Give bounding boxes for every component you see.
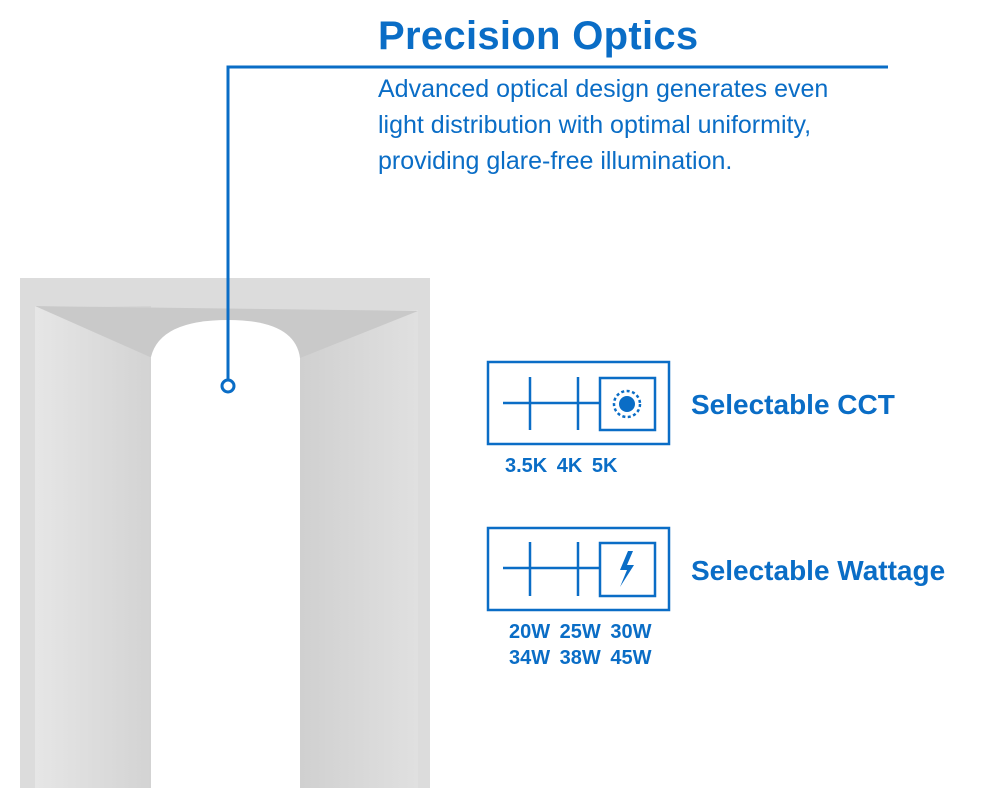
cct-switch-icon [486, 360, 671, 446]
sun-icon [612, 389, 642, 419]
cct-options: 3.5K 4K 5K [505, 455, 618, 477]
description-line: light distribution with optimal uniformi… [378, 111, 812, 139]
callout-line [226, 65, 888, 380]
lightning-bolt-icon [620, 551, 634, 587]
wattage-options: 20W 25W 30W [509, 621, 652, 643]
description-line: providing glare-free illumination. [378, 147, 733, 175]
feature-title-wattage: Selectable Wattage [691, 555, 946, 586]
wattage-options: 34W 38W 45W [509, 647, 652, 669]
fixture-lens-opening [151, 320, 300, 788]
fixture-left-panel [35, 306, 151, 788]
fixture-right-panel [300, 310, 418, 788]
section-title: Precision Optics [378, 14, 699, 58]
feature-title-cct: Selectable CCT [691, 389, 895, 420]
description-line: Advanced optical design generates even [378, 75, 829, 103]
callout-dot-icon [220, 378, 236, 394]
wattage-switch-icon [486, 526, 671, 612]
